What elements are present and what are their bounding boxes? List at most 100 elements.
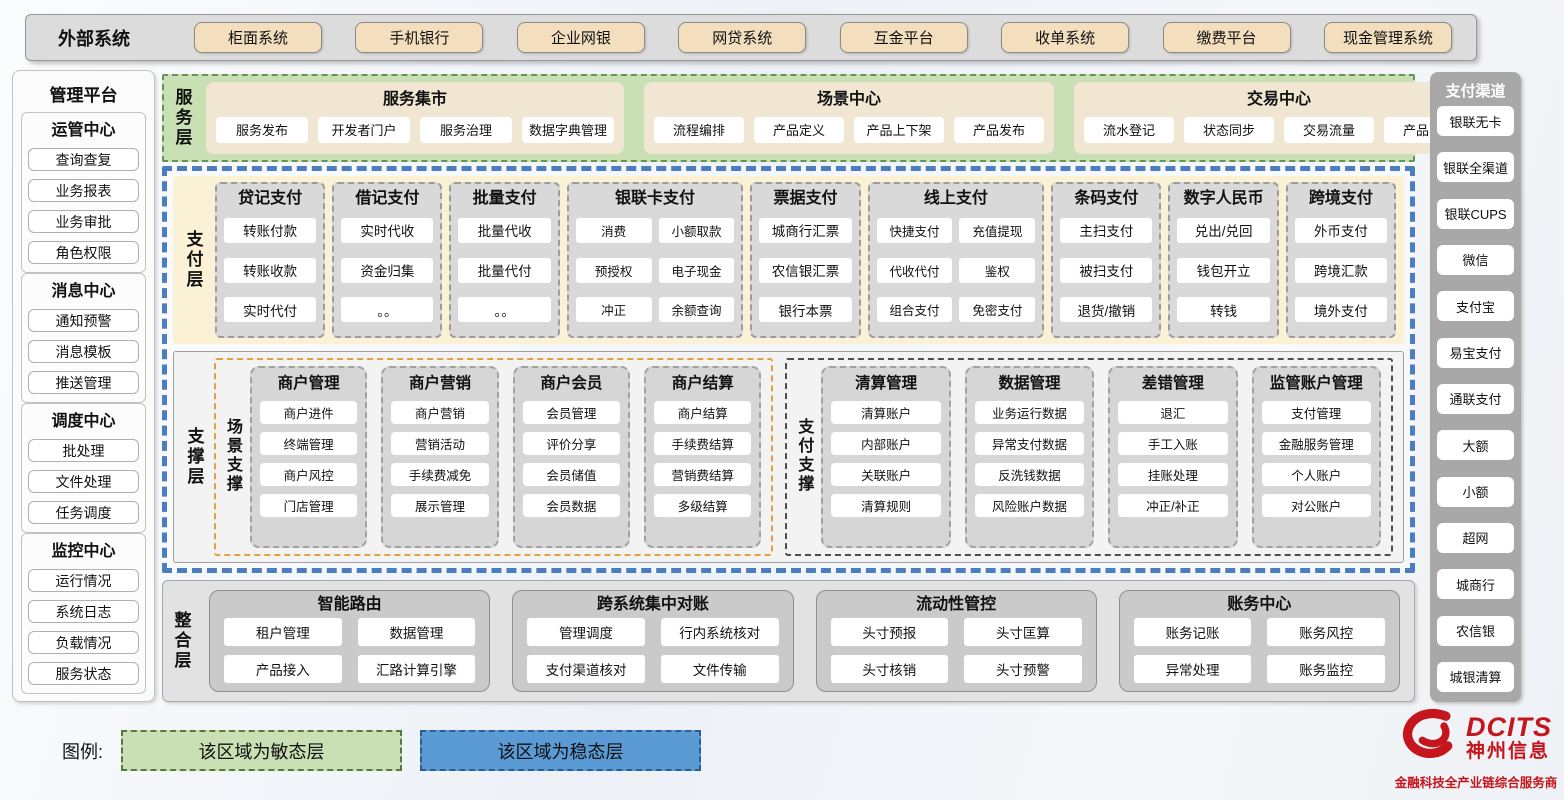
payment-item: 代收代付 [876,257,953,283]
integration-panel: 账务中心账务记账账务风控异常处理账务监控 [1118,590,1400,692]
support-item: 支付管理 [1261,401,1372,424]
management-groups: 运管中心查询查复业务报表业务审批角色权限消息中心通知预警消息模板推送管理调度中心… [21,112,146,694]
dcits-swirl-icon [1400,708,1462,769]
payment-channel-item: 大额 [1437,430,1514,461]
payment-column-title: 批量支付 [472,190,537,207]
support-column-title: 商户会员 [540,375,603,392]
management-item: 角色权限 [28,241,139,264]
payment-item: 跨境汇款 [1294,257,1387,283]
support-column: 商户会员会员管理评价分享会员储值会员数据 [512,366,631,548]
external-systems-label: 外部系统 [58,28,130,49]
payment-column-items: 外币支付跨境汇款境外支付 [1294,211,1387,329]
external-system-item: 收单系统 [1001,22,1130,53]
payment-column-title: 线上支付 [923,190,988,207]
management-platform-title: 管理平台 [49,86,118,105]
payment-column-items: 快捷支付充值提现代收代付鉴权组合支付免密支付 [876,211,1036,329]
payment-item: 电子现金 [658,257,735,283]
payment-item: 境外支付 [1294,297,1387,323]
support-group-label: 场景支撑 [226,419,243,493]
payment-column-title: 票据支付 [773,190,838,207]
support-item: 异常支付数据 [974,432,1085,455]
support-item: 个人账户 [1261,463,1372,486]
payment-item: 实时代收 [341,217,434,243]
payment-item: 兑出/兑回 [1177,217,1270,243]
support-item: 关联账户 [831,463,941,486]
support-item: 退汇 [1118,401,1228,424]
integration-panel-title: 账务中心 [1227,596,1292,613]
support-column: 数据管理业务运行数据异常支付数据反洗钱数据风险账户数据 [964,366,1095,548]
support-group-pay: 支付支撑清算管理清算账户内部账户关联账户清算规则数据管理业务运行数据异常支付数据… [785,358,1393,556]
support-item: 风险账户数据 [974,494,1085,517]
legend-agile-box: 该区域为敏态层 [121,730,403,771]
service-item: 产品发布 [954,116,1045,143]
management-item: 推送管理 [28,371,139,394]
integration-panel-title: 跨系统集中对账 [596,596,709,613]
payment-item: 快捷支付 [876,217,953,243]
support-column-title: 商户结算 [671,375,734,392]
payment-column: 贷记支付转账付款转账收款实时代付 [215,182,326,338]
dcits-logo: DCITS 神州信息 金融科技全产业链综合服务商 [1390,708,1562,791]
integration-item: 账务风控 [1267,618,1385,646]
payment-item: 外币支付 [1294,217,1387,243]
support-item: 商户进件 [260,401,358,424]
support-group-label: 支付支撑 [798,419,815,493]
payment-item: 余额查询 [658,297,735,323]
support-layer-groups: 场景支撑商户管理商户进件终端管理商户风控门店管理商户营销商户营销营销活动手续费减… [214,358,1393,556]
payment-column-items: 消费小额取款预授权电子现金冲正余额查询 [575,211,735,329]
integration-panel: 跨系统集中对账管理调度行内系统核对支付渠道核对文件传输 [512,590,794,692]
payment-item: 退货/撤销 [1060,297,1153,323]
integration-item: 头寸预报 [830,618,949,646]
support-item: 终端管理 [260,432,358,455]
service-item: 产品定义 [754,116,845,143]
payment-item: 小额取款 [658,217,735,243]
integration-item: 头寸匡算 [964,618,1082,646]
service-panel-title: 服务集市 [383,91,448,108]
management-item: 通知预警 [28,309,139,332]
payment-column-items: 主扫支付被扫支付退货/撤销 [1060,211,1153,329]
support-column: 商户结算商户结算手续费结算营销费结算多级结算 [644,366,762,548]
payment-column: 借记支付实时代收资金归集。。 [332,182,443,338]
management-item: 业务报表 [28,179,139,202]
integration-panel-items: 账务记账账务风控异常处理账务监控 [1133,618,1385,683]
support-column-title: 监管账户管理 [1269,375,1363,392]
payment-column: 票据支付城商行汇票农信银汇票银行本票 [750,182,861,338]
support-item: 手续费结算 [654,432,752,455]
payment-item: 批量代收 [458,217,551,243]
payment-column-items: 实时代收资金归集。。 [341,211,434,329]
payment-channel-item: 银联全渠道 [1437,152,1514,183]
external-system-item: 缴费平台 [1162,22,1291,53]
payment-column: 线上支付快捷支付充值提现代收代付鉴权组合支付免密支付 [867,182,1045,338]
integration-item: 异常处理 [1133,655,1252,683]
service-item: 交易流量 [1284,116,1375,143]
payment-channel-item: 超网 [1437,522,1514,553]
payment-channel-item: 小额 [1437,476,1514,507]
support-item: 商户风控 [260,463,358,486]
integration-item: 头寸预警 [964,655,1082,683]
payment-channel-item: 支付宝 [1437,291,1514,322]
support-layer: 支撑层 场景支撑商户管理商户进件终端管理商户风控门店管理商户营销商户营销营销活动… [173,351,1404,563]
support-column-title: 差错管理 [1141,375,1204,392]
payment-column-items: 城商行汇票农信银汇票银行本票 [759,211,852,329]
support-item: 商户结算 [654,401,752,424]
service-panel: 场景中心流程编排产品定义产品上下架产品发布 [644,82,1055,154]
payment-item: 转账付款 [224,217,317,243]
management-item: 批处理 [28,439,139,462]
management-item: 负载情况 [28,631,139,654]
support-column-title: 商户管理 [277,375,340,392]
payment-column: 条码支付主扫支付被扫支付退货/撤销 [1051,182,1162,338]
payment-item: 。。 [458,297,551,323]
dcits-brand: DCITS [1466,711,1552,742]
payment-layer-label: 支付层 [186,229,204,290]
payment-column-title: 银联卡支付 [615,190,696,207]
support-item: 商户营销 [391,401,489,424]
payment-item: 转钱 [1177,297,1270,323]
service-layer-panels: 服务集市服务发布开发者门户服务治理数据字典管理场景中心流程编排产品定义产品上下架… [206,82,1485,154]
payment-column: 数字人民币兑出/兑回钱包开立转钱 [1168,182,1279,338]
integration-panel: 智能路由租户管理数据管理产品接入汇路计算引擎 [209,590,491,692]
external-system-item: 手机银行 [355,22,484,53]
external-system-item: 柜面系统 [194,22,322,53]
payment-column: 跨境支付外币支付跨境汇款境外支付 [1285,182,1396,338]
management-group-title: 监控中心 [51,543,116,560]
payment-layer-columns: 贷记支付转账付款转账收款实时代付借记支付实时代收资金归集。。批量支付批量代收批量… [215,182,1396,338]
